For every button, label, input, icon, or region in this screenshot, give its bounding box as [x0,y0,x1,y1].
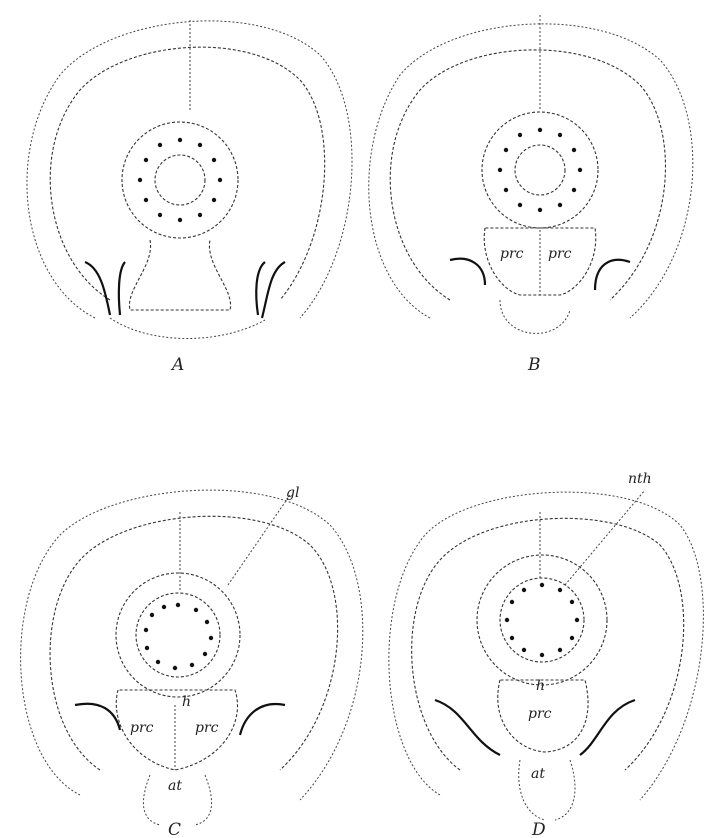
panel-label-d: D [531,820,546,838]
nuclei-ring-a [138,138,222,222]
label-prc-right-b: prc [548,246,572,262]
nuclei-ring-b [498,128,582,212]
panel-d: nth h prc at D [389,471,704,838]
label-gl-c: gl [286,485,299,501]
panel-b: prc prc B [369,15,693,375]
label-h-c: h [182,694,191,710]
label-at-d: at [531,766,545,782]
label-prc-d: prc [528,706,552,722]
label-prc-right-c: prc [195,720,219,736]
panel-label-b: B [527,355,541,375]
label-prc-left-b: prc [500,246,524,262]
nuclei-ring-d [505,583,579,657]
label-h-d: h [536,678,545,694]
panel-a: A [27,20,352,375]
nuclei-ring-c [144,603,213,670]
label-at-c: at [168,778,182,794]
panel-c: gl h prc prc at C [21,485,363,838]
label-nth-d: nth [628,471,652,487]
label-prc-left-c: prc [130,720,154,736]
panel-label-a: A [170,355,184,375]
panel-label-c: C [168,820,181,838]
